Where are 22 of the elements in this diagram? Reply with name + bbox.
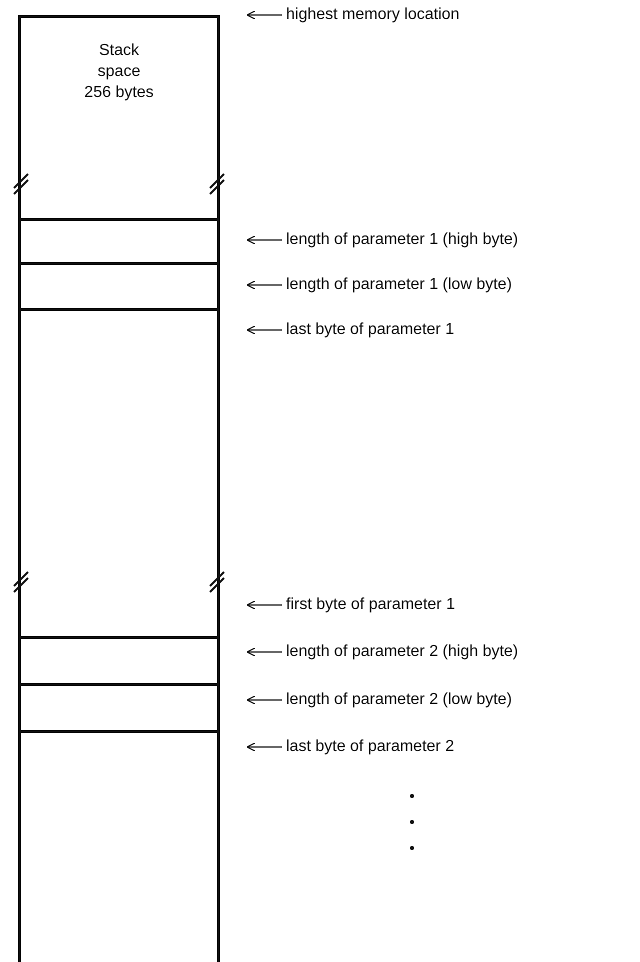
annotation-text: length of parameter 2 (high byte) bbox=[286, 642, 518, 662]
arrow bbox=[246, 325, 282, 335]
arrow bbox=[246, 695, 282, 705]
arrow bbox=[246, 647, 282, 657]
arrow bbox=[246, 600, 282, 610]
annotation-text: first byte of parameter 1 bbox=[286, 595, 455, 615]
memory-cell bbox=[18, 683, 220, 730]
annotation-text: highest memory location bbox=[286, 5, 460, 25]
annotation-text: last byte of parameter 1 bbox=[286, 320, 454, 340]
memory-cell bbox=[18, 730, 220, 962]
memory-cell bbox=[18, 262, 220, 308]
annotation-text: last byte of parameter 2 bbox=[286, 737, 454, 757]
arrow bbox=[246, 280, 282, 290]
block-label: Stack space 256 bytes bbox=[83, 41, 155, 103]
arrow bbox=[246, 742, 282, 752]
arrow bbox=[246, 235, 282, 245]
annotation-text: length of parameter 2 (low byte) bbox=[286, 690, 512, 710]
memory-cell bbox=[18, 218, 220, 262]
annotation-text: length of parameter 1 (high byte) bbox=[286, 230, 518, 250]
memory-cell bbox=[18, 636, 220, 683]
arrow bbox=[246, 10, 282, 20]
annotation-text: length of parameter 1 (low byte) bbox=[286, 275, 512, 295]
